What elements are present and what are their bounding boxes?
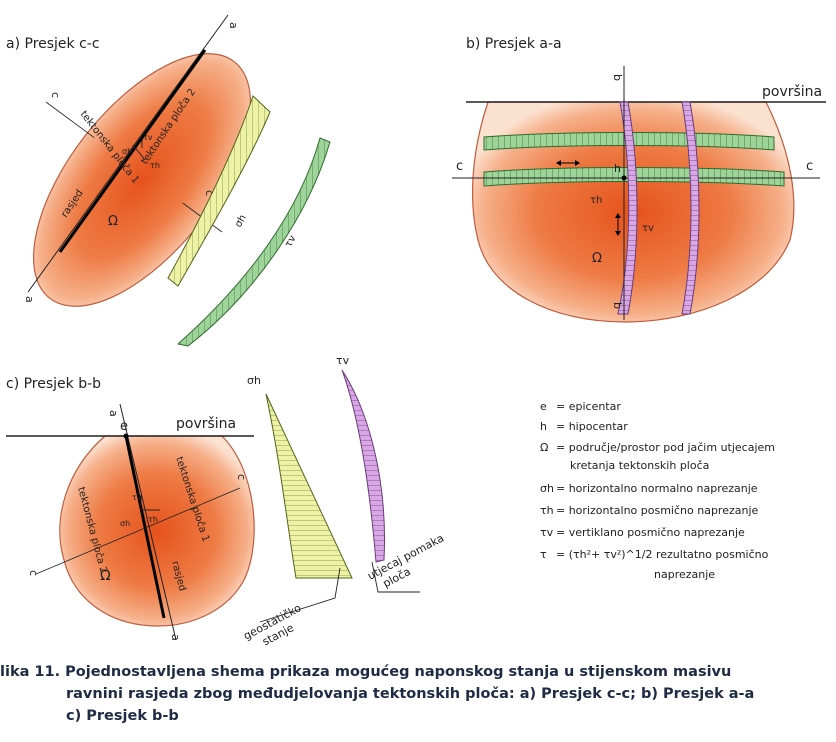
panel-a-tau-profile — [176, 137, 331, 347]
legend-text-6: = vertiklano posmično naprezanje — [556, 526, 745, 539]
panel-c-mark-top: a — [107, 410, 120, 417]
legend-text-1: = hipocentar — [556, 420, 628, 433]
legend-sym-1: h — [540, 420, 547, 433]
panel-c-geostatic-label: geostatičko stanje — [241, 600, 313, 655]
legend-text-4: = horizontalno normalno naprezanje — [556, 482, 758, 495]
panel-a-sigma-h: σh — [122, 147, 132, 156]
panel-c-fault-line — [124, 435, 166, 619]
legend-sym-7: τ — [540, 548, 547, 561]
panel-a-tau-v: τv — [143, 133, 153, 142]
panel-b-tau-v-band-right — [681, 101, 700, 315]
legend-text-0: = epicentar — [556, 400, 621, 413]
panel-b-diagram — [452, 66, 826, 323]
panel-c-mark-bottom: a — [169, 634, 182, 641]
caption-line-3: c) Presjek b-b — [66, 708, 179, 724]
legend-sym-5: τh — [540, 504, 554, 517]
panel-a-fault-line — [58, 49, 207, 253]
panel-c-diagram — [6, 403, 255, 641]
panel-c-sigma-profile-label: σh — [247, 374, 261, 387]
legend-sym-4: σh — [540, 482, 554, 495]
caption-line-1: lika 11. Pojednostavljena shema prikaza … — [0, 664, 732, 680]
panel-a-mark-a-bottom: a — [23, 296, 36, 303]
panel-c-a-line — [119, 403, 177, 641]
panel-a-tau-profile-label: τv — [283, 234, 299, 250]
legend: e = epicentar h = hipocentar Ω = područj… — [540, 400, 775, 581]
panel-a-mark-a-top: a — [227, 22, 240, 29]
panel-a-axis-tick — [132, 144, 146, 161]
panel-c-movement-leader — [371, 561, 420, 593]
panel-c-surface-label: površina — [176, 416, 236, 432]
panel-c-tau-h: τh — [148, 515, 158, 524]
panel-c-c-line — [35, 487, 241, 575]
panel-b-tau-v-label: τv — [642, 223, 654, 234]
panel-b-arrow-v-heads — [615, 213, 621, 236]
panel-a-stress-zone — [33, 53, 251, 307]
panel-b-tau-h-label: τh — [590, 195, 602, 206]
panel-c-tau-v: τv — [132, 493, 142, 502]
caption-line-2: ravnini rasjeda zbog međudjelovanja tekt… — [66, 686, 755, 702]
panel-c-sigma-h: σh — [120, 519, 130, 528]
panel-a-sigma-profile-label: σh — [233, 213, 249, 229]
panel-b-omega: Ω — [592, 251, 602, 266]
panel-a-tau-h: τh — [150, 161, 160, 170]
panel-b-arrow-h-heads — [556, 160, 580, 166]
panel-c-sigma-profile — [265, 393, 353, 579]
panel-a-title: a) Presjek c-c — [6, 36, 100, 52]
panel-b-hypocenter-dot — [621, 175, 627, 181]
panel-c-tau-profile — [341, 369, 385, 563]
panel-c-geostatic-leader — [259, 567, 341, 623]
legend-text-8: naprezanje — [654, 568, 715, 581]
panel-c-e-label: e — [120, 419, 128, 434]
legend-text-7: = (τh²+ τv²)^1/2 rezultatno posmično — [556, 548, 769, 561]
legend-sym-0: e — [540, 400, 547, 413]
legend-text-3: kretanja tektonskih ploča — [570, 459, 709, 472]
panel-b-c-right: c — [806, 159, 813, 174]
legend-text-2: = područje/prostor pod jačim utjecajem — [556, 441, 775, 454]
panel-b-surface-label: površina — [762, 84, 822, 100]
panel-a-omega: Ω — [108, 214, 118, 229]
legend-sym-2: Ω — [540, 441, 548, 454]
panel-b-c-left: c — [456, 159, 463, 174]
panel-b-mark-bottom: b — [611, 302, 624, 309]
panel-b-tau-v-band-left — [617, 101, 638, 315]
panel-b-title: b) Presjek a-a — [466, 36, 562, 52]
panel-c-omega: Ω — [100, 568, 111, 584]
panel-b-h-label: h — [614, 162, 621, 175]
panel-a-section-line — [27, 14, 229, 293]
panel-a-sigma-profile — [167, 95, 271, 287]
panel-a-c-line — [45, 101, 223, 233]
panel-a-ellipse-group — [27, 14, 251, 307]
legend-text-5: = horizontalno posmično naprezanje — [556, 504, 759, 517]
panel-c-tau-profile-label: τv — [336, 354, 350, 367]
panel-a-mark-c-right: c — [203, 190, 216, 196]
panel-b-mark-top: b — [611, 74, 624, 81]
panel-c-title: c) Presjek b-b — [6, 376, 101, 392]
panel-a-mark-c-left: c — [49, 92, 62, 98]
panel-c-epicenter-dot — [123, 433, 129, 439]
panel-c-c-left: c — [27, 570, 40, 576]
legend-sym-6: τv — [540, 526, 554, 539]
panel-c-stress-zone — [59, 435, 255, 627]
panel-c-c-right: c — [235, 474, 248, 480]
